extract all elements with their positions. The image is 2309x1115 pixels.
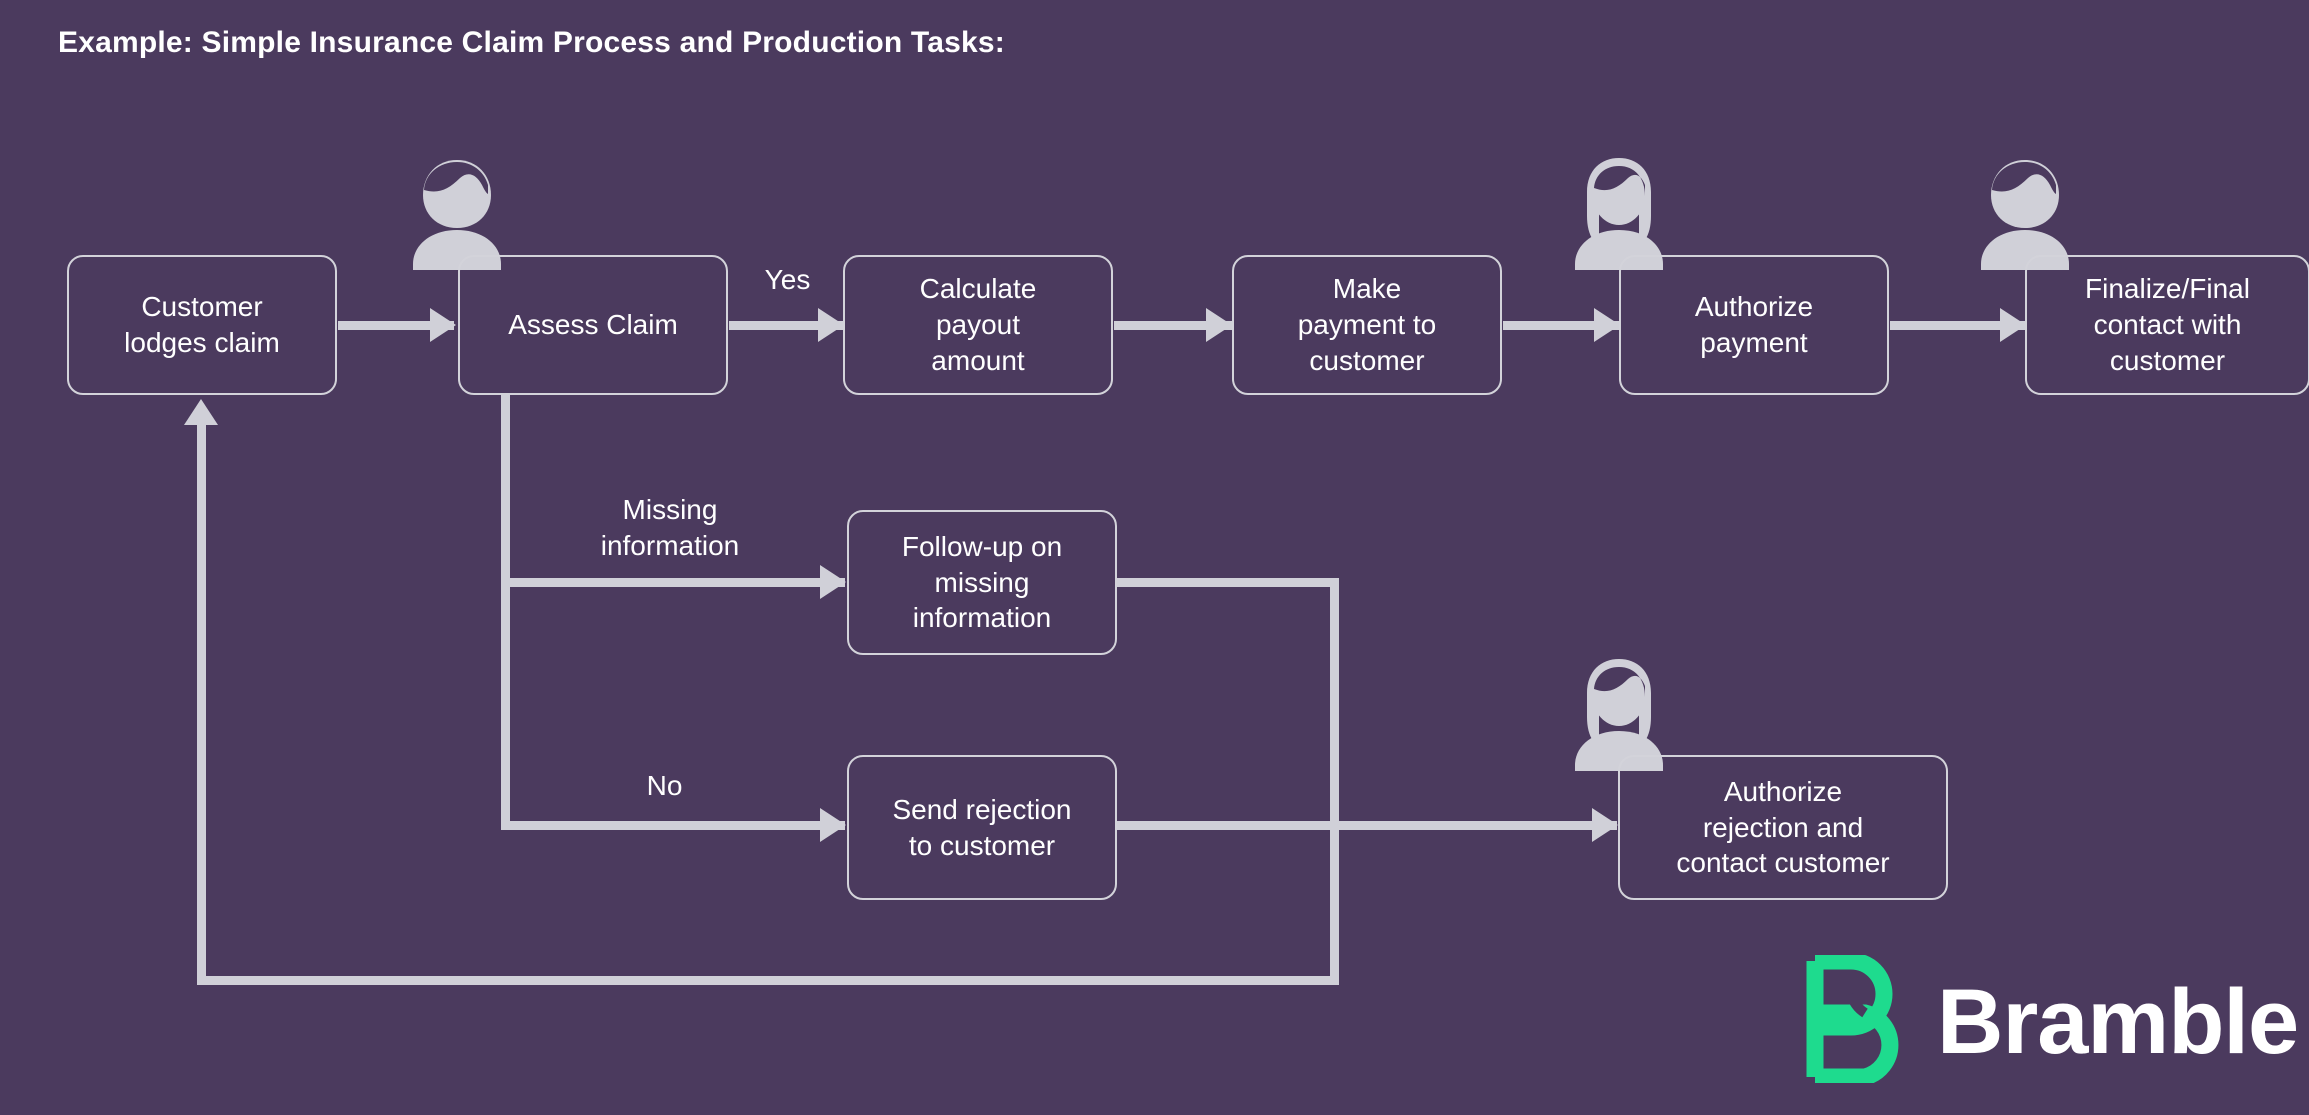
arrowhead-authorize-to-finalize [2000,308,2026,342]
arrowhead-calculate-to-make-payment [1206,308,1232,342]
page-title: Example: Simple Insurance Claim Process … [58,26,1005,59]
connector-rejection-to-authorize [1117,821,1617,830]
connector-feedback-up [197,425,206,976]
edge-label-yes: Yes [764,264,811,295]
bramble-b-mark-icon [1805,952,1911,1088]
connector-assess-to-calculate [729,321,845,330]
bramble-logo: Bramble [1805,952,2299,1088]
connector-make-payment-to-authorize [1503,321,1621,330]
arrowhead-assess-to-rejection [820,808,846,842]
connector-followup-bus-down [1330,578,1339,985]
arrowhead-customer-to-assess [430,308,456,342]
arrowhead-feedback-to-customer [184,399,218,425]
node-assess-claim[interactable]: Assess Claim [458,255,728,395]
node-label: Assess Claim [508,309,678,341]
arrowhead-assess-to-calculate [818,308,844,342]
edge-label-no: No [646,770,683,801]
arrowhead-rejection-to-authorize [1592,808,1618,842]
connector-assess-to-followup [501,578,845,587]
person-avatar-female-authorize-rejection [1560,653,1678,771]
person-avatar-female-authorize-payment [1560,152,1678,270]
person-avatar-male-finalize-contact [1966,152,2084,270]
connector-feedback-bottom [197,976,1339,985]
connector-calculate-to-make-payment [1114,321,1234,330]
bramble-wordmark: Bramble [1937,970,2299,1073]
person-avatar-male-assess-claim [398,152,516,270]
arrowhead-assess-to-followup [820,565,846,599]
connector-assess-trunk [501,393,510,830]
connector-authorize-to-finalize [1890,321,2027,330]
connector-followup-to-bus [1117,578,1339,587]
connector-customer-to-assess [338,321,454,330]
arrowhead-make-payment-to-authorize [1594,308,1620,342]
connector-assess-to-rejection [501,821,845,830]
